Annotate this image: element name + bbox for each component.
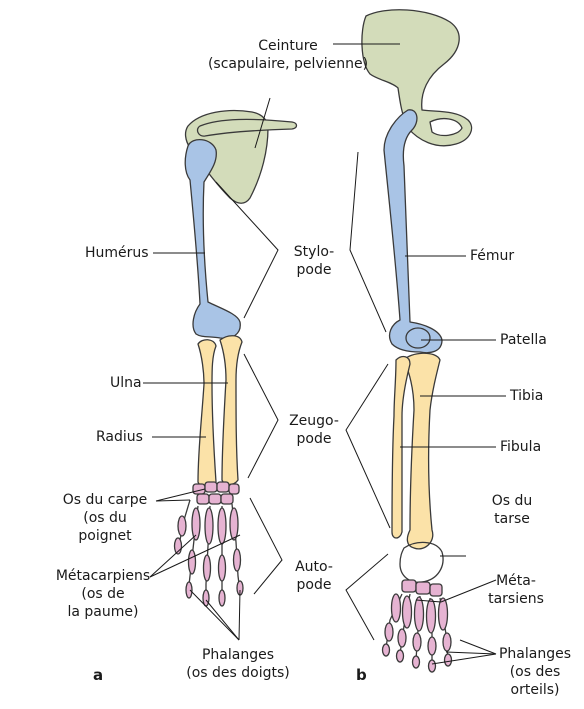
radius — [198, 340, 216, 487]
label-os-du-tarse: Os du tarse — [470, 492, 554, 528]
femur — [384, 110, 442, 353]
label-stylopode: Stylo- pode — [283, 243, 345, 279]
label-patella: Patella — [500, 331, 547, 349]
patella — [406, 328, 430, 348]
panel-label-a: a — [93, 666, 103, 684]
ulna — [220, 336, 242, 485]
label-femur: Fémur — [470, 247, 514, 265]
label-tibia: Tibia — [510, 387, 543, 405]
label-metacarpiens: Métacarpiens (os de la paume) — [48, 567, 158, 621]
label-humerus: Humérus — [85, 244, 149, 262]
label-autopode: Auto- pode — [283, 558, 345, 594]
label-phalanges-doigts: Phalanges (os des doigts) — [163, 646, 313, 682]
label-radius: Radius — [96, 428, 143, 446]
label-metatarsiens: Méta- tarsiens — [476, 572, 556, 608]
label-zeugopode: Zeugo- pode — [283, 412, 345, 448]
tibia — [404, 353, 440, 549]
panel-label-b: b — [356, 666, 367, 684]
label-ceinture: Ceinture (scapulaire, pelvienne) — [188, 37, 388, 73]
foot — [383, 542, 452, 672]
label-os-du-carpe: Os du carpe (os du poignet — [54, 491, 156, 545]
label-phalanges-orteils: Phalanges (os des orteils) — [490, 645, 580, 699]
label-fibula: Fibula — [500, 438, 541, 456]
label-ulna: Ulna — [110, 374, 142, 392]
